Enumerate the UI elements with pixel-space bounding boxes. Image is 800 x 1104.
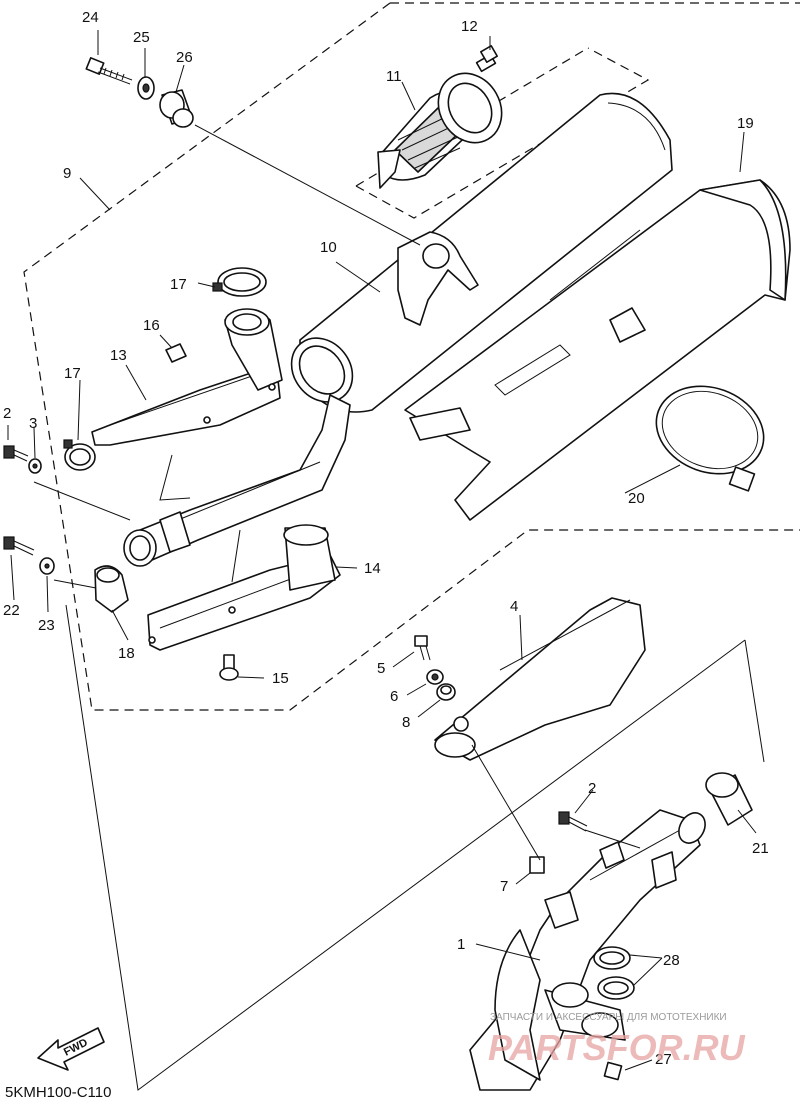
washer-25 xyxy=(137,76,155,100)
callout-17-upper: 17 xyxy=(170,276,187,293)
spark-arrestor xyxy=(377,72,503,189)
callout-7: 7 xyxy=(500,878,508,895)
callout-20: 20 xyxy=(628,490,645,507)
callout-2-upper: 2 xyxy=(3,405,11,422)
drawing-code: 5KMH100-C110 xyxy=(5,1084,111,1101)
washer-6 xyxy=(426,669,444,685)
nut-16 xyxy=(165,343,187,363)
nut-27 xyxy=(603,1061,623,1081)
exhaust-flange xyxy=(544,982,626,1041)
callout-19: 19 xyxy=(737,115,754,132)
callout-22: 22 xyxy=(3,602,20,619)
clamp-18 xyxy=(94,565,129,613)
callout-28: 28 xyxy=(663,952,680,969)
assembly-boundary-lines xyxy=(23,2,800,711)
callout-5: 5 xyxy=(377,660,385,677)
callout-14: 14 xyxy=(364,560,381,577)
bolt-5 xyxy=(414,635,431,661)
callout-11: 11 xyxy=(386,68,402,85)
callout-3: 3 xyxy=(29,415,37,432)
damper-21 xyxy=(705,772,753,826)
callout-8: 8 xyxy=(402,714,410,731)
gasket-28 xyxy=(593,946,635,1000)
callout-4: 4 xyxy=(510,598,518,615)
bolt-2-lower xyxy=(558,811,588,832)
callout-18: 18 xyxy=(118,645,135,662)
bolt-22 xyxy=(3,536,35,556)
callout-labels: 24 25 26 12 11 19 9 10 17 16 13 17 2 3 2… xyxy=(3,9,769,1068)
heat-protector-14 xyxy=(147,524,341,651)
clamp-17-lower xyxy=(63,439,96,471)
callout-10: 10 xyxy=(320,239,337,256)
watermark: ЗАПЧАСТИ И АКСЕССУАРЫ ДЛЯ МОТОТЕХНИКИ PA… xyxy=(488,1012,746,1068)
bolt-12 xyxy=(475,45,498,73)
watermark-logo: PARTSFOR.RU xyxy=(488,1027,746,1068)
callout-9: 9 xyxy=(63,165,71,182)
callout-2-lower: 2 xyxy=(588,780,596,797)
callout-21: 21 xyxy=(752,840,769,857)
grommet-8 xyxy=(436,683,456,701)
leader-lines xyxy=(7,30,757,1071)
band-clamp-20 xyxy=(655,385,765,492)
callout-26: 26 xyxy=(176,49,193,66)
callout-25: 25 xyxy=(133,29,150,46)
heat-protector-13 xyxy=(91,308,283,446)
callout-16: 16 xyxy=(143,317,160,334)
screw-15 xyxy=(219,654,239,681)
assembly-solid-lines xyxy=(65,604,765,1091)
callout-13: 13 xyxy=(110,347,127,364)
joint-pipe xyxy=(123,394,351,567)
callout-27: 27 xyxy=(655,1051,672,1068)
callout-12: 12 xyxy=(461,18,478,35)
callout-1: 1 xyxy=(457,936,465,953)
callout-15: 15 xyxy=(272,670,289,687)
silencer-body xyxy=(290,92,673,413)
callout-17-lower: 17 xyxy=(64,365,81,382)
damper-26 xyxy=(159,89,194,128)
silencer-cover xyxy=(404,179,791,521)
washer-23 xyxy=(39,557,55,575)
forward-arrow: FWD xyxy=(37,1027,105,1071)
exhaust-protector-4 xyxy=(434,597,646,761)
callout-6: 6 xyxy=(390,688,398,705)
washer-3 xyxy=(28,458,42,474)
bolt-2-upper xyxy=(3,445,29,462)
collar-7 xyxy=(529,856,545,874)
watermark-caption: ЗАПЧАСТИ И АКСЕССУАРЫ ДЛЯ МОТОТЕХНИКИ xyxy=(490,1012,727,1023)
callout-23: 23 xyxy=(38,617,55,634)
clamp-17-upper xyxy=(212,267,267,297)
exhaust-pipe-1 xyxy=(469,809,706,1091)
bolt-24 xyxy=(85,57,133,85)
callout-24: 24 xyxy=(82,9,99,26)
